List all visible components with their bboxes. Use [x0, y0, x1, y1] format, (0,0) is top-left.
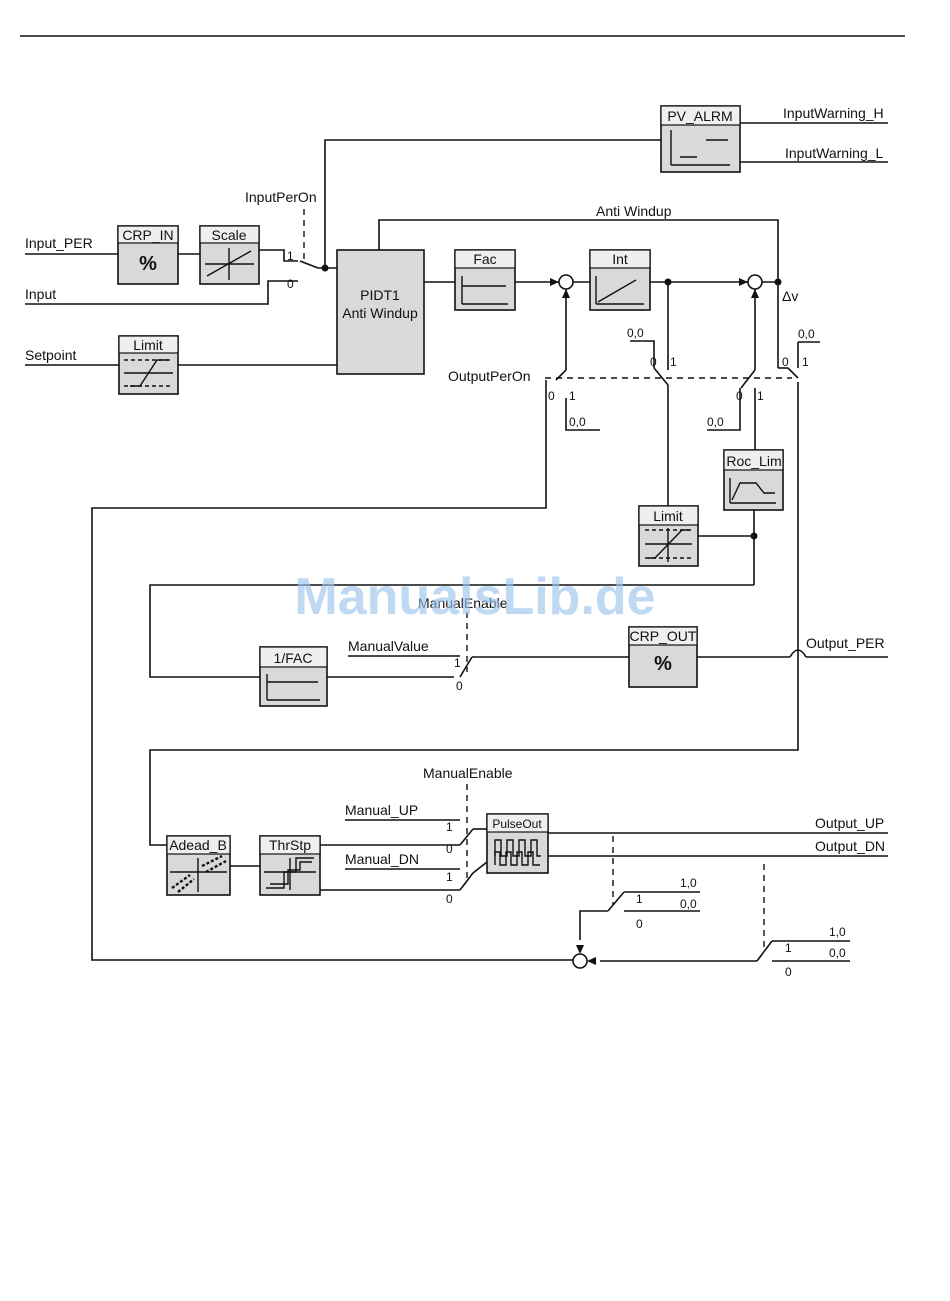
svg-text:0,0: 0,0: [627, 326, 644, 340]
thrstp-block: ThrStp: [259, 835, 321, 896]
crp-out-title: CRP_OUT: [630, 628, 697, 644]
scale-title: Scale: [211, 227, 246, 243]
svg-text:1: 1: [802, 355, 809, 369]
crp-out-block: CRP_OUT %: [628, 626, 698, 688]
scale-block: Scale: [199, 225, 260, 285]
input-per-on-label: InputPerOn: [245, 189, 317, 205]
svg-text:1: 1: [446, 820, 453, 834]
roc-lim-title: Roc_Lim: [726, 453, 781, 469]
anti-windup-label: Anti Windup: [596, 203, 672, 219]
output-dn-label: Output_DN: [815, 838, 885, 854]
svg-text:1: 1: [785, 941, 792, 955]
integrator-graph-icon: [595, 276, 644, 305]
three-step-icon: [264, 857, 316, 890]
pidt1-subtitle: Anti Windup: [342, 305, 418, 321]
summing-junction-2: [747, 274, 763, 290]
watermark: ManualsLib.de: [294, 568, 655, 626]
input-warning-h-label: InputWarning_H: [783, 105, 884, 121]
fac-block: Fac: [454, 249, 516, 311]
inverse-fac-block: 1/FAC: [259, 646, 328, 707]
arrowheads: [550, 278, 759, 965]
ramp-limit-icon: [729, 478, 776, 504]
pulseout-title: PulseOut: [492, 817, 542, 831]
input-per-label: Input_PER: [25, 235, 93, 251]
int-title: Int: [612, 251, 628, 267]
alarm-graph-icon: [670, 130, 730, 166]
svg-text:0: 0: [782, 355, 789, 369]
svg-text:1: 1: [454, 656, 461, 670]
pulse-train-icon: [494, 839, 541, 866]
input-warning-l-label: InputWarning_L: [785, 145, 884, 161]
svg-text:0: 0: [446, 892, 453, 906]
delta-v-label: Δv: [782, 288, 798, 304]
pidt1-block: PIDT1 Anti Windup: [336, 249, 425, 375]
percent-icon: %: [139, 253, 157, 275]
pv-alrm-block: PV_ALRM: [660, 105, 741, 173]
gain-graph-icon: [266, 674, 320, 701]
svg-text:0: 0: [650, 355, 657, 369]
int-block: Int: [589, 249, 651, 311]
svg-text:0: 0: [785, 965, 792, 979]
output-limit-block: Limit: [638, 505, 699, 567]
svg-text:0,0: 0,0: [707, 415, 724, 429]
svg-text:1,0: 1,0: [829, 925, 846, 939]
svg-text:0: 0: [446, 842, 453, 856]
svg-text:0: 0: [636, 917, 643, 931]
fac-title: Fac: [473, 251, 496, 267]
manual-up-label: Manual_UP: [345, 802, 418, 818]
svg-text:0,0: 0,0: [829, 946, 846, 960]
deadband-graph-icon: [170, 854, 227, 893]
crp-in-block: CRP_IN %: [117, 225, 179, 285]
pulseout-block: PulseOut: [486, 813, 549, 874]
summing-junction-3: [572, 953, 588, 969]
output-per-on-label: OutputPerOn: [448, 368, 531, 384]
setpoint-limit-block: Limit: [118, 335, 179, 395]
roc-lim-block: Roc_Lim: [723, 449, 784, 511]
manual-enable-label-1: ManualEnable: [418, 595, 508, 611]
svg-text:1: 1: [670, 355, 677, 369]
svg-text:1: 1: [636, 892, 643, 906]
adead-b-title: Adead_B: [169, 837, 227, 853]
inverse-fac-title: 1/FAC: [274, 650, 313, 666]
svg-text:1: 1: [287, 249, 294, 263]
pidt1-title: PIDT1: [360, 287, 400, 303]
setpoint-limit-title: Limit: [133, 337, 163, 353]
gain-graph-icon: [461, 276, 508, 305]
svg-text:1: 1: [569, 389, 576, 403]
svg-text:1: 1: [446, 870, 453, 884]
svg-text:0: 0: [548, 389, 555, 403]
output-per-label: Output_PER: [806, 635, 885, 651]
svg-text:0,0: 0,0: [798, 327, 815, 341]
output-limit-title: Limit: [653, 508, 683, 524]
limiter-graph-icon: [645, 528, 692, 562]
svg-text:1: 1: [757, 389, 764, 403]
switch-position-labels: 1 0 0,0 0 1 0,0 0 1 0 1 0,0 0 1 0,0 1 0 …: [287, 249, 846, 979]
signal-wires: [25, 122, 888, 962]
limiter-graph-icon: [124, 359, 173, 387]
crp-in-title: CRP_IN: [122, 227, 173, 243]
svg-text:0: 0: [736, 389, 743, 403]
junction-dots: [321, 264, 782, 540]
summing-junction-1: [558, 274, 574, 290]
manual-enable-label-2: ManualEnable: [423, 765, 513, 781]
output-up-label: Output_UP: [815, 815, 884, 831]
percent-icon: %: [654, 653, 672, 675]
pv-alrm-title: PV_ALRM: [667, 108, 732, 124]
manual-dn-label: Manual_DN: [345, 851, 419, 867]
manual-value-label: ManualValue: [348, 638, 429, 654]
scale-graph-icon: [205, 248, 254, 280]
svg-text:0: 0: [456, 679, 463, 693]
svg-text:0,0: 0,0: [569, 415, 586, 429]
svg-text:1,0: 1,0: [680, 876, 697, 890]
thrstp-title: ThrStp: [269, 837, 311, 853]
svg-text:0: 0: [287, 277, 294, 291]
input-label: Input: [25, 286, 56, 302]
adead-b-block: Adead_B: [166, 835, 231, 896]
svg-text:0,0: 0,0: [680, 897, 697, 911]
setpoint-label: Setpoint: [25, 347, 76, 363]
